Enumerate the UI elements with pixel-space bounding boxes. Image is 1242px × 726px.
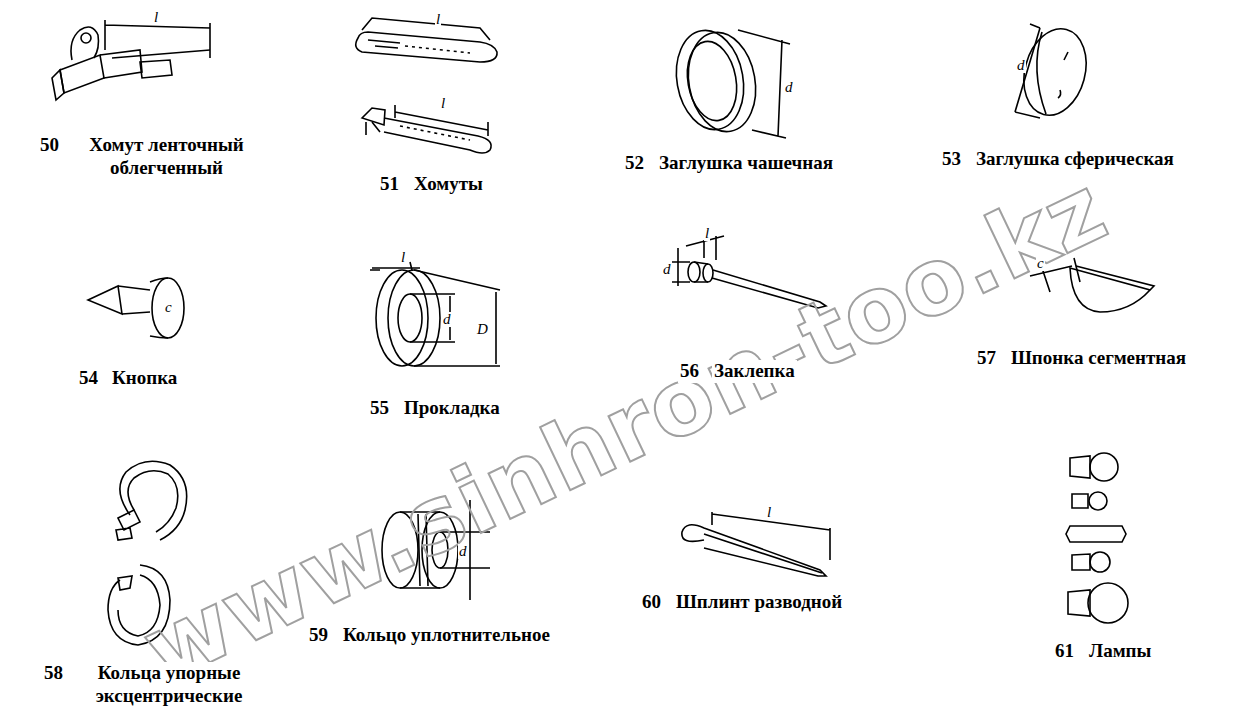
callout-number: 50 — [38, 134, 61, 157]
part-name: Заглушка сферическая — [974, 148, 1176, 171]
part-name: Шпонка сегментная — [1009, 347, 1188, 370]
dimension-letter: d — [458, 544, 468, 559]
part-name: Кольцо уплотнительное — [341, 624, 552, 647]
callout-number: 51 — [378, 173, 401, 196]
callout-number: 61 — [1053, 640, 1076, 663]
watermark: www.sinhron-too.kz — [127, 154, 1124, 706]
cup-plug — [669, 25, 790, 138]
dimension-letter: l — [435, 12, 441, 27]
gasket — [370, 262, 500, 366]
spherical-plug — [1015, 22, 1096, 123]
callout-number: 57 — [975, 347, 998, 370]
dimension-letter: d — [784, 80, 794, 95]
part-name: Кнопка — [110, 367, 179, 390]
part-name: Заклепка — [712, 360, 797, 383]
dimension-letter: l — [153, 10, 159, 25]
callout-number: 52 — [623, 152, 646, 175]
dimension-letter: d — [442, 312, 452, 327]
cotter-pin — [682, 512, 830, 576]
snap-button — [88, 278, 184, 338]
part-name: Хомуты — [412, 173, 485, 196]
part-name: Хомут ленточный облегченный — [72, 134, 261, 180]
dimension-letter: c — [1036, 256, 1045, 271]
band-clamp — [52, 20, 210, 100]
dimension-letter: c — [164, 300, 173, 315]
callout-number: 55 — [368, 397, 391, 420]
part-name: Шплинт разводной — [674, 591, 844, 614]
callout-number: 54 — [77, 367, 100, 390]
dimension-letter: d — [662, 262, 672, 277]
part-name: Прокладка — [402, 397, 502, 420]
callout-number: 56 — [678, 360, 701, 383]
dimension-letter: l — [440, 96, 446, 111]
dimension-letter: l — [400, 250, 406, 265]
callout-number: 58 — [42, 662, 65, 685]
dimension-letter: l — [704, 226, 710, 241]
hose-clamps — [356, 18, 497, 153]
callout-number: 53 — [940, 148, 963, 171]
lamps — [1066, 453, 1128, 623]
callout-number: 59 — [307, 624, 330, 647]
part-name: Кольца упорные эксцентрические — [72, 662, 266, 708]
dimension-letter: l — [766, 505, 772, 520]
part-name: Заглушка чашечная — [657, 152, 835, 175]
dimension-letter: d — [1016, 58, 1026, 73]
part-name: Лампы — [1087, 640, 1153, 663]
dimension-letter: D — [476, 322, 489, 337]
callout-number: 60 — [640, 591, 663, 614]
